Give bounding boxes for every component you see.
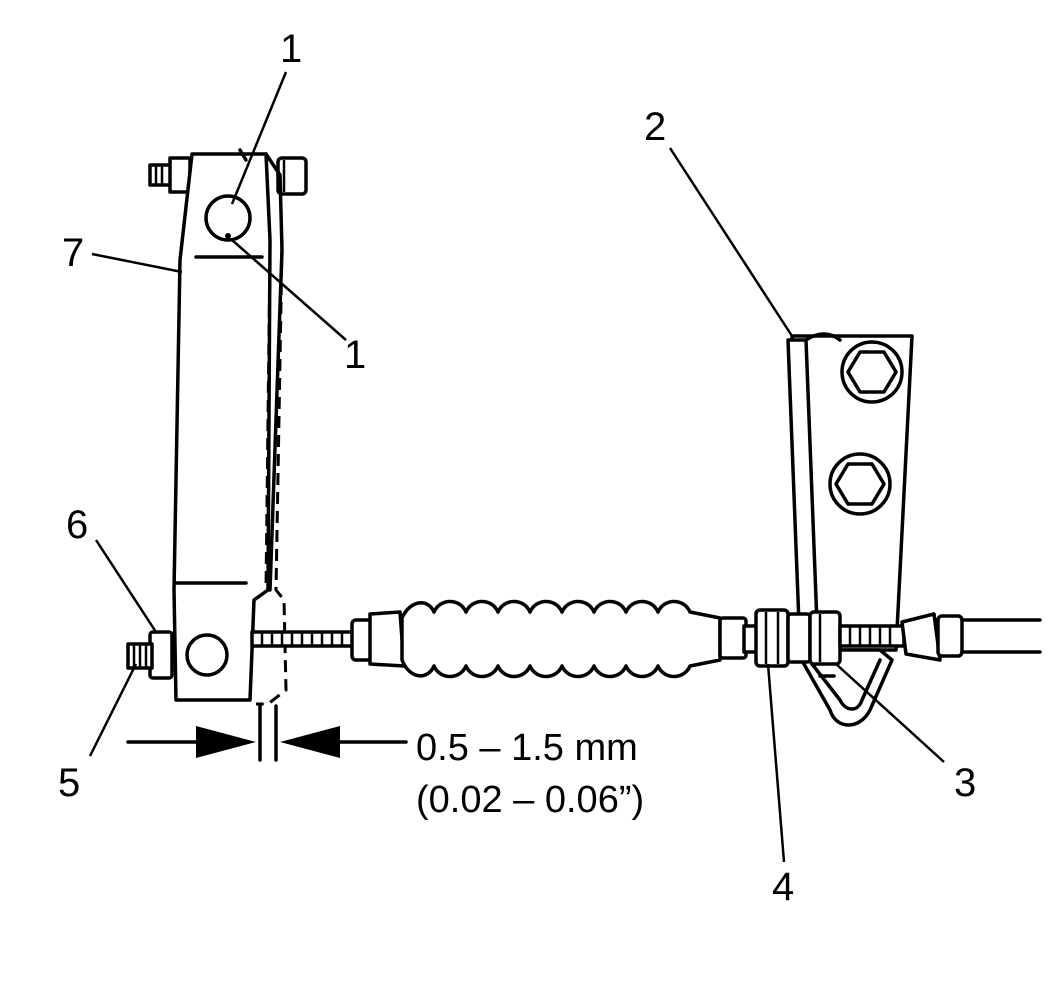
washer [786,612,812,664]
clearance-dimension [126,704,408,762]
callout-4: 4 [772,865,794,909]
callout-6: 6 [66,503,88,547]
adjusting-nut [808,610,842,666]
lever-body [172,152,272,702]
cable-threaded-rod [250,630,358,648]
cable-ferrule-left [350,610,406,668]
brake-lever-assembly [126,148,308,706]
pivot-pin [204,194,252,242]
dimension-arrow-left [196,726,256,758]
bracket-bolt-lower [828,452,892,516]
dimension-imperial-label: (0.02 – 0.06”) [416,779,644,821]
callout-5: 5 [58,761,80,805]
bracket-bolt-upper [840,340,904,404]
cable-bracket [786,332,914,727]
callout-3: 3 [954,761,976,805]
dimension-arrow-right [280,726,340,758]
top-right-nut [276,156,308,196]
cable-end-fitting [718,616,760,660]
top-left-stud [148,156,192,194]
cable-boot [400,599,722,679]
threaded-stud [126,642,154,670]
dimension-metric-label: 0.5 – 1.5 mm [416,727,638,769]
callout-1-middle: 1 [344,333,366,377]
leader-lines [88,71,945,863]
callout-1-top: 1 [280,27,302,71]
cable-right-section [838,612,1042,662]
callout-7: 7 [62,231,84,275]
callout-2: 2 [644,105,666,149]
lever-edge [264,152,284,592]
jam-nut [754,608,790,668]
cable-attach-hole [185,633,229,677]
